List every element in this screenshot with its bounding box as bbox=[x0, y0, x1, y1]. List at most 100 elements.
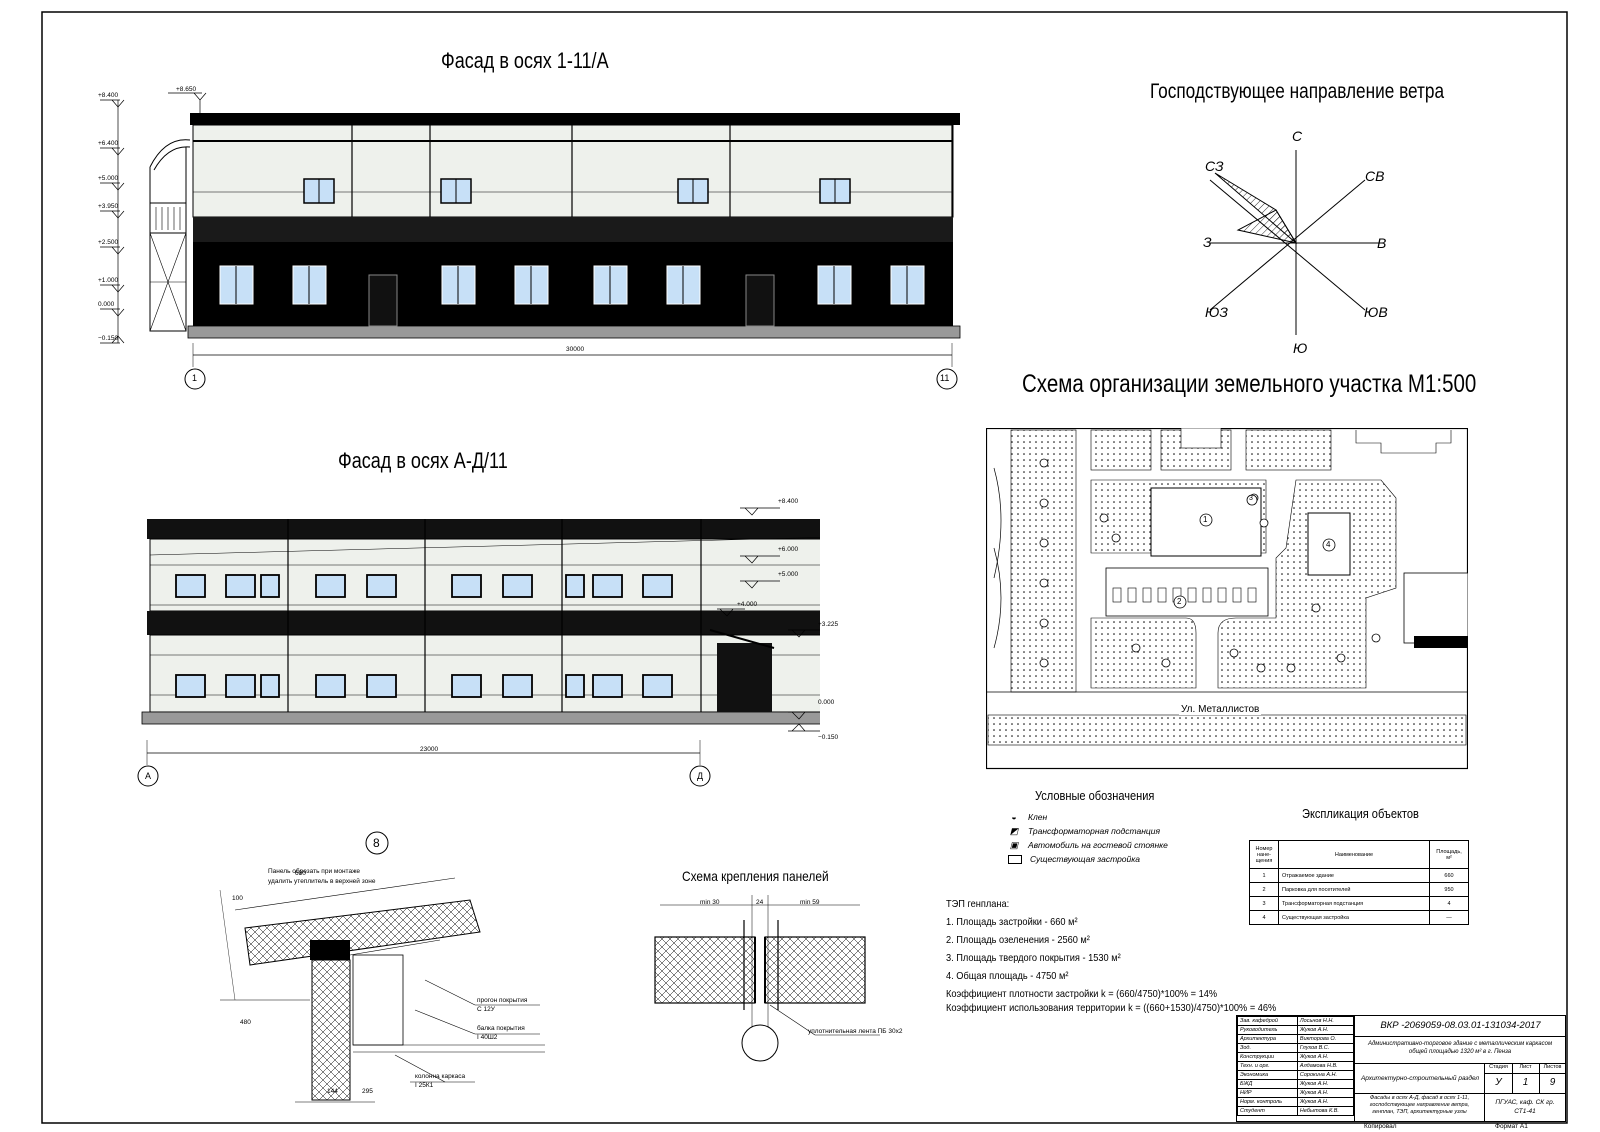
axis-label: А bbox=[145, 771, 152, 781]
level-label: +1.000 bbox=[98, 277, 119, 284]
table-row: Техн. и орг.Алдамова Н.В. bbox=[1237, 1061, 1355, 1071]
level-label: −0.150 bbox=[98, 335, 119, 342]
node-dim: 295 bbox=[362, 1088, 373, 1095]
copied-label: Копировал bbox=[1364, 1123, 1397, 1130]
level-label: +3.950 bbox=[98, 203, 119, 210]
existing-building-icon bbox=[1008, 854, 1022, 864]
top-level-label: +8.650 bbox=[176, 86, 197, 93]
stamp-section: Архитектурно-строительный раздел bbox=[1354, 1064, 1485, 1094]
axis-label: Д bbox=[697, 771, 704, 781]
node-dim: 144 bbox=[327, 1088, 338, 1095]
facade1-title: Фасад в осях 1-11/А bbox=[441, 48, 609, 73]
wind-dir-e: В bbox=[1377, 235, 1387, 251]
node-label: I 25К1 bbox=[415, 1082, 434, 1089]
wind-dir-n: С bbox=[1292, 128, 1303, 144]
node-label: колонна каркаса bbox=[415, 1073, 466, 1080]
node-label: Панель обрезать при монтаже bbox=[268, 868, 361, 875]
tep-line: 2. Площадь озеленения - 2560 м² bbox=[946, 934, 1090, 946]
facade2-drawing bbox=[137, 507, 820, 787]
dimension-label: 23000 bbox=[420, 746, 439, 753]
level-label: +5.000 bbox=[98, 175, 119, 182]
tep-line: 3. Площадь твердого покрытия - 1530 м² bbox=[946, 952, 1121, 964]
table-row: Зод.Глухов В.С. bbox=[1237, 1043, 1355, 1053]
street-label: Ул. Металлистов bbox=[1179, 704, 1262, 715]
level-label: −0.150 bbox=[818, 734, 839, 741]
stamp-code: ВКР -2069059-08.03.01-131034-2017 bbox=[1354, 1016, 1566, 1037]
level-label: +6.400 bbox=[98, 140, 119, 147]
format-label: Формат А1 bbox=[1495, 1123, 1528, 1130]
explication-title: Экспликация объектов bbox=[1302, 806, 1419, 821]
stamp-org: ПГУАС, каф. СК гр. СТ1-41 bbox=[1484, 1093, 1565, 1121]
substation-icon: ◩ bbox=[1009, 826, 1019, 836]
axis-label: 1 bbox=[192, 373, 198, 383]
level-label: +6.000 bbox=[778, 546, 799, 553]
site-marker-2: 2 bbox=[1177, 597, 1182, 606]
node-dim: 680 bbox=[295, 870, 306, 877]
node-label: С 12У bbox=[477, 1006, 495, 1013]
legend-item: ▣Автомобиль на гостевой стоянке bbox=[1009, 840, 1168, 850]
stamp-sheet-info: Стадия Лист Листов У 1 9 bbox=[1484, 1064, 1566, 1094]
panels-title: Схема крепления панелей bbox=[682, 868, 829, 884]
level-label: +8.400 bbox=[778, 498, 799, 505]
node-marker bbox=[365, 831, 389, 855]
panels-dim: min 59 bbox=[800, 899, 820, 906]
tep-heading: ТЭП генплана: bbox=[946, 898, 1010, 910]
site-plan: Ул. Металлистов bbox=[986, 428, 1468, 770]
level-label: +3.225 bbox=[818, 621, 839, 628]
level-label: +8.400 bbox=[98, 92, 119, 99]
node-number: 8 bbox=[373, 836, 380, 850]
level-label: +2.500 bbox=[98, 239, 119, 246]
table-header: Наименование bbox=[1278, 840, 1430, 869]
table-header: Номер нане- щения bbox=[1249, 840, 1279, 869]
level-label: +4.000 bbox=[737, 601, 758, 608]
legend-title: Условные обозначения bbox=[1035, 788, 1155, 803]
node-dim: 480 bbox=[240, 1019, 251, 1026]
wind-dir-nw: СЗ bbox=[1205, 158, 1224, 174]
site-marker-3: 3 bbox=[1249, 495, 1253, 502]
tep-line: 4. Общая площадь - 4750 м² bbox=[946, 970, 1069, 982]
facade1-drawing bbox=[100, 92, 961, 390]
table-header: Площадь, м² bbox=[1429, 840, 1469, 869]
maple-icon: ◒ bbox=[1011, 812, 1017, 822]
stamp-sheet-title: Фасады в осях А-Д, фасад в осях 1-11, го… bbox=[1354, 1093, 1484, 1121]
wind-dir-w: З bbox=[1203, 234, 1212, 250]
legend-item: ◩Трансформаторная подстанция bbox=[1009, 826, 1161, 836]
panels-drawing bbox=[654, 895, 880, 1062]
legend-item: ◒Клен bbox=[1008, 810, 1168, 824]
axis-label: 11 bbox=[940, 373, 950, 383]
dimension-label: 30000 bbox=[566, 346, 585, 353]
car-icon: ▣ bbox=[1009, 840, 1019, 850]
tep-line: Коэффициент использования территории k =… bbox=[946, 1002, 1277, 1014]
wind-dir-sw: ЮЗ bbox=[1205, 304, 1228, 320]
level-label: 0.000 bbox=[818, 699, 835, 706]
node-dim: 100 bbox=[232, 895, 243, 902]
level-label: 0.000 bbox=[98, 301, 115, 308]
wind-rose bbox=[1209, 150, 1380, 335]
site-marker-1: 1 bbox=[1203, 515, 1208, 524]
site-title: Схема организации земельного участка М1:… bbox=[1022, 370, 1477, 398]
site-marker-4: 4 bbox=[1326, 540, 1331, 549]
legend-item: Существующая застройка bbox=[1008, 852, 1168, 866]
facade2-title: Фасад в осях А-Д/11 bbox=[338, 448, 508, 473]
node-label: прогон покрытия bbox=[477, 997, 528, 1004]
panels-dim: min 30 bbox=[700, 899, 720, 906]
wind-dir-s: Ю bbox=[1293, 340, 1308, 356]
legend-list: ◒Клен ◩Трансформаторная подстанция ▣Авто… bbox=[1008, 810, 1168, 866]
tep-block: ТЭП генплана: 1. Площадь застройки - 660… bbox=[946, 897, 1276, 1015]
wind-dir-se: ЮВ bbox=[1364, 304, 1388, 320]
node-label: I 40Ш2 bbox=[477, 1034, 498, 1041]
